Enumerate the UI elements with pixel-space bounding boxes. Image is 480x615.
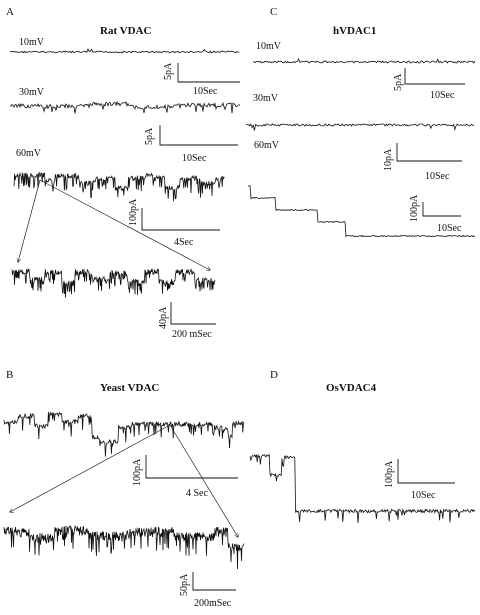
panel-d-letter: D bbox=[270, 369, 278, 381]
panel-b-scale-bar-1: 100pA 4 Sec bbox=[132, 455, 238, 499]
panel-a-scale-bar-4: 40pA 200 mSec bbox=[158, 302, 216, 340]
panel-a-scale-bar-1-time: 10Sec bbox=[193, 86, 218, 97]
panel-b-zoom-arrow-right bbox=[169, 424, 238, 537]
panel-c-trace-30mv bbox=[245, 123, 474, 131]
panel-c-title: hVDAC1 bbox=[333, 25, 376, 37]
panel-b-scale-bar-1-time: 4 Sec bbox=[186, 488, 209, 499]
panel-d-scale-bar-1-time: 10Sec bbox=[411, 490, 436, 501]
panel-a-scale-bar-4-amp: 40pA bbox=[158, 306, 169, 329]
panel-c-scale-bar-3-amp: 100pA bbox=[409, 194, 420, 222]
panel-b-zoom-arrow-left bbox=[10, 424, 171, 512]
panel-d-trace bbox=[249, 453, 476, 524]
panel-c-scale-bar-1-time: 10Sec bbox=[430, 90, 455, 101]
panel-c-scale-bar-1: 5pA 10Sec bbox=[393, 68, 465, 101]
panel-a: A Rat VDAC 10mV 5pA 10Sec 30mV 5pA 10Sec… bbox=[6, 6, 241, 340]
panel-b-scale-bar-1-lines bbox=[145, 455, 238, 479]
panel-b-letter: B bbox=[6, 369, 13, 381]
panel-a-scale-bar-2-lines bbox=[159, 125, 238, 146]
panel-a-voltage-30mv: 30mV bbox=[19, 87, 45, 98]
panel-a-trace-30mv bbox=[9, 100, 241, 114]
panel-c-scale-bar-2-lines bbox=[396, 143, 462, 162]
panel-b-trace-expanded bbox=[3, 525, 245, 570]
panel-b-scale-bar-2: 50pA 200mSec bbox=[179, 572, 236, 609]
panel-c-scale-bar-1-lines bbox=[404, 68, 465, 85]
panel-b: B Yeast VDAC 100pA 4 Sec 50pA 200mSec bbox=[3, 369, 245, 609]
panel-c-trace-10mv bbox=[252, 57, 476, 64]
panel-c-scale-bar-2: 10pA 10Sec bbox=[383, 143, 462, 182]
panel-b-title: Yeast VDAC bbox=[100, 382, 159, 394]
panel-b-scale-bar-2-lines bbox=[192, 572, 236, 591]
panel-a-scale-bar-2-amp: 5pA bbox=[144, 127, 155, 145]
panel-d: D OsVDAC4 100pA 10Sec bbox=[249, 369, 476, 524]
panel-d-scale-bar-1-amp: 100pA bbox=[384, 460, 395, 488]
panel-c-trace-60mv bbox=[247, 185, 476, 238]
panel-c-voltage-60mv: 60mV bbox=[254, 140, 280, 151]
panel-a-scale-bar-1-amp: 5pA bbox=[163, 62, 174, 80]
panel-b-trace bbox=[3, 411, 245, 457]
panel-a-trace-expanded bbox=[11, 267, 216, 298]
panel-c-letter: C bbox=[270, 6, 277, 18]
panel-c-scale-bar-3-time: 10Sec bbox=[437, 223, 462, 234]
panel-a-title: Rat VDAC bbox=[100, 25, 151, 37]
panel-c: C hVDAC1 10mV 5pA 10Sec 30mV 60mV 10pA 1… bbox=[245, 6, 476, 238]
panel-a-scale-bar-1: 5pA 10Sec bbox=[163, 62, 240, 97]
panel-c-voltage-10mv: 10mV bbox=[256, 41, 282, 52]
panel-c-scale-bar-1-amp: 5pA bbox=[393, 73, 404, 91]
panel-c-voltage-30mv: 30mV bbox=[253, 93, 279, 104]
panel-a-scale-bar-2: 5pA 10Sec bbox=[144, 125, 238, 164]
panel-a-scale-bar-3-time: 4Sec bbox=[174, 237, 194, 248]
panel-c-scale-bar-3-lines bbox=[422, 202, 461, 217]
panel-a-zoom-arrow-left bbox=[18, 179, 41, 262]
panel-d-scale-bar-1: 100pA 10Sec bbox=[384, 459, 455, 501]
panel-c-scale-bar-2-amp: 10pA bbox=[383, 148, 394, 171]
panel-a-voltage-10mv: 10mV bbox=[19, 37, 45, 48]
panel-a-trace-60mv bbox=[13, 171, 225, 202]
panel-b-scale-bar-2-amp: 50pA bbox=[179, 573, 190, 596]
panel-a-scale-bar-4-time: 200 mSec bbox=[172, 329, 212, 340]
panel-a-scale-bar-4-lines bbox=[170, 302, 216, 325]
panel-d-scale-bar-1-lines bbox=[397, 459, 455, 484]
panel-a-scale-bar-2-time: 10Sec bbox=[182, 153, 207, 164]
panel-a-scale-bar-1-lines bbox=[177, 63, 240, 83]
panel-a-scale-bar-3-amp: 100pA bbox=[128, 198, 139, 226]
panel-c-scale-bar-2-time: 10Sec bbox=[425, 171, 450, 182]
panel-a-scale-bar-3: 100pA 4Sec bbox=[128, 198, 220, 248]
panel-a-zoom-arrow-right bbox=[39, 179, 210, 270]
panel-d-title: OsVDAC4 bbox=[326, 382, 377, 394]
panel-c-scale-bar-3: 100pA 10Sec bbox=[409, 194, 462, 234]
panel-a-voltage-60mv: 60mV bbox=[16, 148, 42, 159]
panel-a-scale-bar-3-lines bbox=[141, 208, 220, 231]
panel-b-scale-bar-2-time: 200mSec bbox=[194, 598, 232, 609]
panel-a-trace-10mv bbox=[9, 48, 240, 54]
panel-b-scale-bar-1-amp: 100pA bbox=[132, 458, 143, 486]
panel-a-letter: A bbox=[6, 6, 14, 18]
